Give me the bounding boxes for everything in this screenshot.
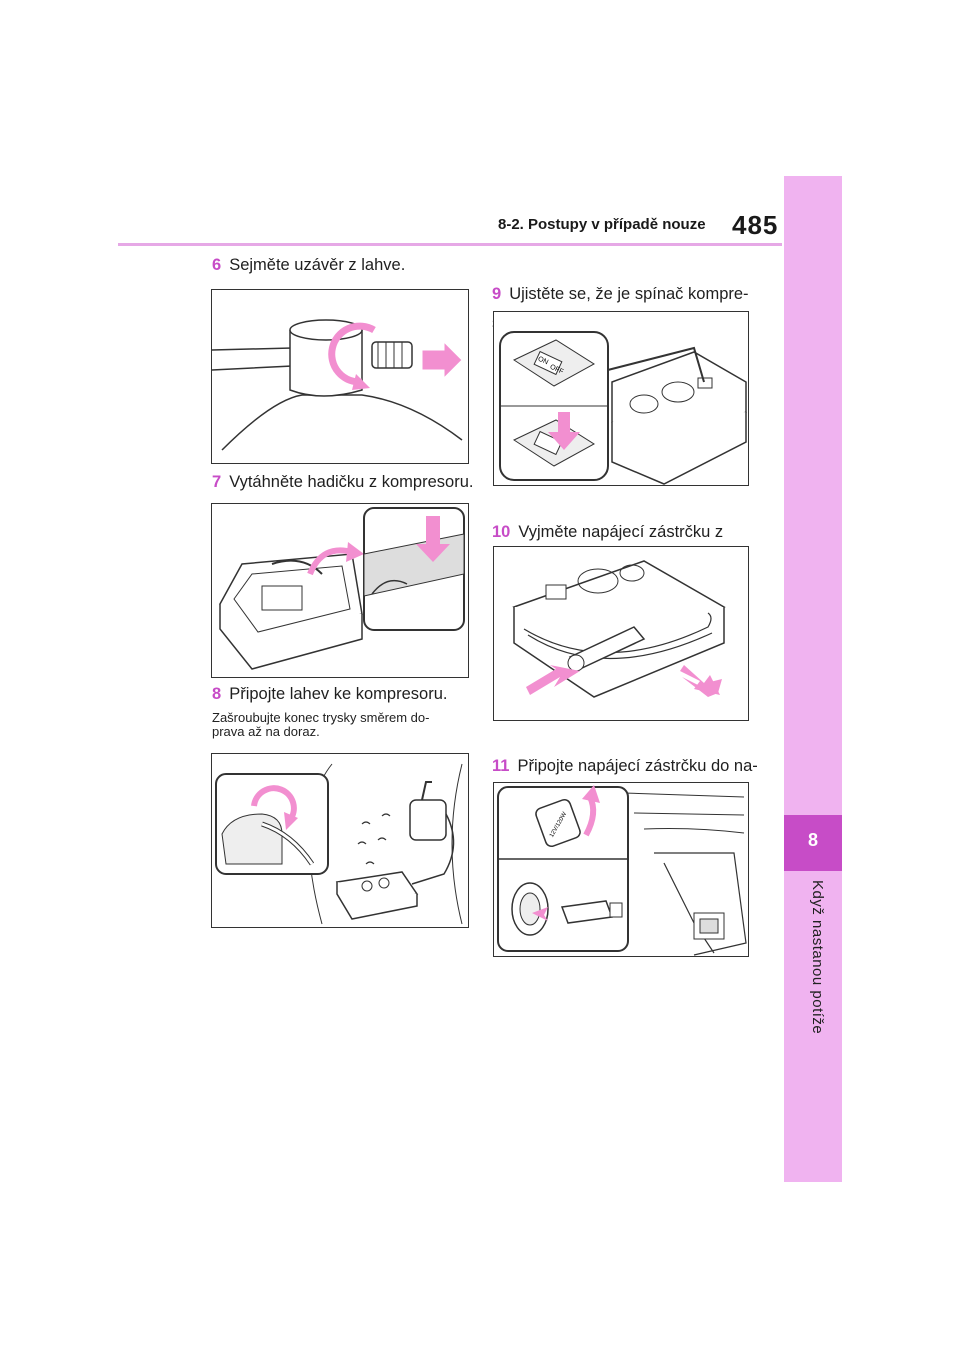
- header-rule: [118, 243, 782, 246]
- step-number: 7: [212, 473, 222, 491]
- illustration-bottle-cap: [212, 319, 463, 451]
- illustration-compressor-hose: [219, 507, 465, 670]
- illustration-bottle-to-compressor: [215, 763, 463, 925]
- section-title: 8-2. Postupy v případě nouze: [498, 216, 706, 233]
- figure-connect-socket: 12V/120W: [493, 782, 749, 957]
- step-number: 6: [212, 256, 222, 274]
- chapter-number: 8: [807, 830, 818, 850]
- step-8-note: Zašroubujte konec trysky směrem do- prav…: [212, 710, 430, 739]
- illustration-power-socket: 12V/120W: [497, 785, 747, 956]
- step-8: 8 Připojte lahev ke kompresoru.: [212, 680, 472, 709]
- illustration-compressor-switch: ON OFF: [499, 331, 747, 485]
- step-number: 11: [492, 757, 510, 775]
- step-text: Sejměte uzávěr z lahve.: [229, 256, 406, 274]
- figure-remove-plug: [493, 546, 749, 721]
- figure-switch-off: ON OFF: [493, 311, 749, 486]
- step-number: 9: [492, 285, 502, 303]
- figure-remove-cap: [211, 289, 469, 464]
- step-number: 8: [212, 685, 222, 703]
- step-7: 7 Vytáhněte hadičku z kompresoru.: [212, 468, 482, 497]
- chapter-number-box: [784, 815, 842, 871]
- figure-pull-hose: [211, 503, 469, 678]
- figure-connect-bottle: [211, 753, 469, 928]
- illustration-power-plug: [512, 560, 726, 698]
- page-number: 485: [732, 210, 779, 240]
- switch-on-label: ON: [537, 356, 549, 367]
- step-number: 10: [492, 523, 511, 541]
- step-6: 6 Sejměte uzávěr z lahve.: [212, 251, 472, 280]
- step-text: Připojte lahev ke kompresoru.: [229, 685, 448, 703]
- chapter-side-bar: [784, 176, 842, 1182]
- chapter-title: Když nastanou potíže: [809, 880, 826, 1035]
- step-text: Vytáhněte hadičku z kompresoru.: [229, 473, 474, 491]
